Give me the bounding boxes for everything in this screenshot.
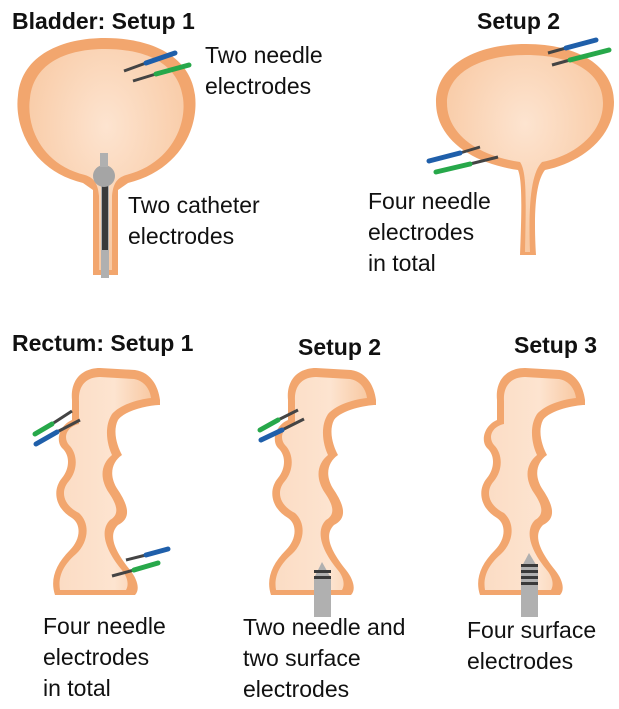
rectum-setup2-organ xyxy=(269,368,376,595)
bladder-setup2-organ xyxy=(436,44,614,255)
rectum-setup2-probe xyxy=(314,562,331,617)
rectum-setup1-organ xyxy=(53,368,160,595)
